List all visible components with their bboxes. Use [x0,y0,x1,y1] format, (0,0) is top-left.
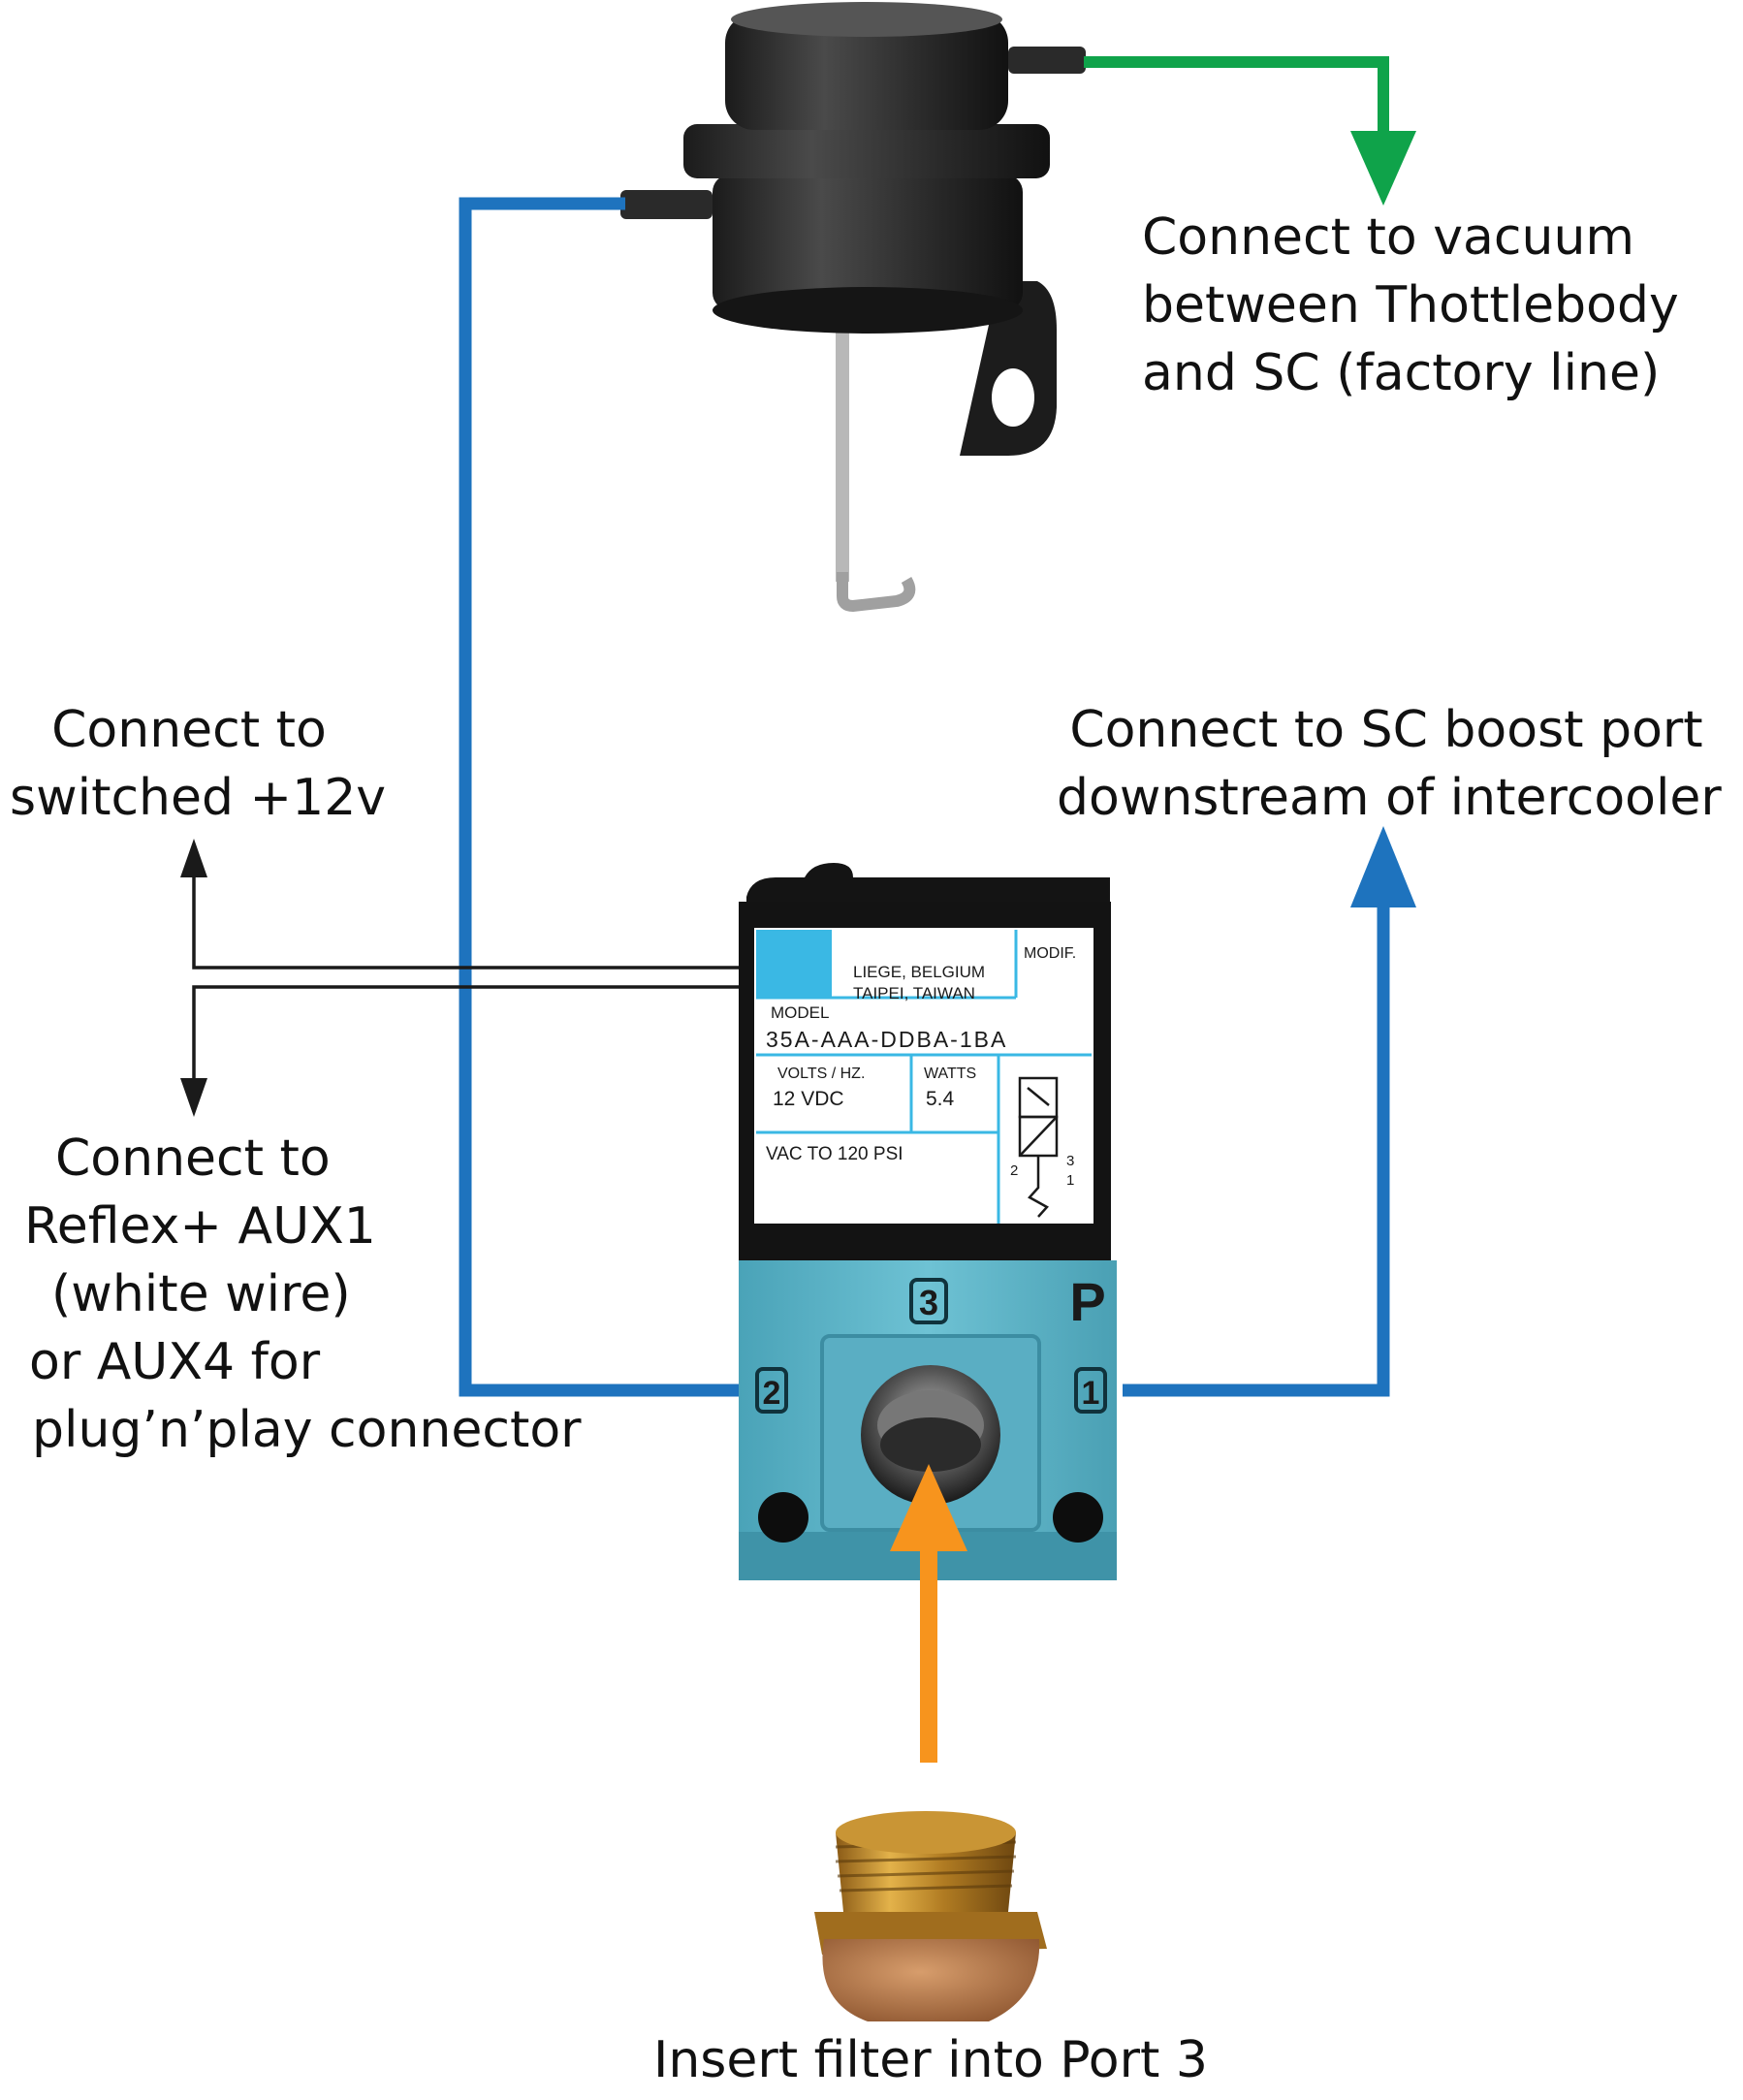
vacuum-label-line-1: Connect to vacuum [1142,208,1635,267]
aux-label-line-4: or AUX4 for [29,1333,321,1391]
boost-hose-line [1123,892,1390,1397]
port-1-label: 1 [1082,1375,1100,1412]
schematic-port-1: 1 [1066,1172,1074,1189]
label-origin2: TAIPEI, TAIWAN [853,984,975,1002]
vacuum-arrow [1350,131,1416,206]
aux-label-line-5: plug’n’play connector [32,1401,582,1459]
label-modif: MODIF. [1024,945,1076,962]
label-model: 35A-AAA-DDBA-1BA [766,1027,1007,1052]
boost-solenoid-icon [739,863,1117,1580]
boost-label-line-1: Connect to SC boost port [1069,701,1703,759]
label-volts-heading: VOLTS / HZ. [777,1066,865,1082]
vacuum-line [1084,56,1389,145]
label-volts: 12 VDC [773,1088,844,1110]
aux-label-line-1: Connect to [55,1130,331,1188]
boost-label-line-2: downstream of intercooler [1057,769,1722,827]
power-wire [192,873,739,970]
vacuum-actuator-icon [620,2,1086,613]
port-3-label: 3 [919,1283,938,1322]
schematic-port-2: 2 [1010,1162,1018,1179]
boost-port-label: Connect to SC boost port downstream of i… [1057,696,1722,832]
power-wire-arrow [180,839,207,877]
brass-filter-icon [814,1811,1047,2021]
boost-arrow [1350,826,1416,907]
filter-arrow-head [890,1464,967,1551]
switched-label-line-2: switched +12v [10,769,387,827]
port-p-label: P [1069,1271,1105,1332]
label-watts: 5.4 [926,1088,955,1110]
aux-connection-label: Connect to Reflex+ AUX1 (white wire) or … [24,1125,582,1464]
schematic-port-3: 3 [1066,1153,1074,1169]
vacuum-connection-label: Connect to vacuum between Thottlebody an… [1142,204,1679,407]
port-2-label: 2 [763,1375,781,1412]
aux-label-line-2: Reflex+ AUX1 [24,1197,376,1256]
vacuum-label-line-2: between Thottlebody [1142,276,1679,334]
actuator-hose-line [459,197,756,1397]
label-model-heading: MODEL [771,1003,829,1022]
aux-wire-arrow [180,1078,207,1117]
label-origin: LIEGE, BELGIUM [853,963,985,981]
filter-label: Insert filter into Port 3 [653,2031,1208,2089]
aux-wire [192,985,739,1084]
aux-label-line-3: (white wire) [51,1265,351,1323]
switched-label-line-1: Connect to [51,701,327,759]
label-watts-heading: WATTS [924,1066,976,1082]
vacuum-label-line-3: and SC (factory line) [1142,344,1661,402]
label-range: VAC TO 120 PSI [766,1144,903,1164]
switched-power-label: Connect to switched +12v [10,696,387,832]
